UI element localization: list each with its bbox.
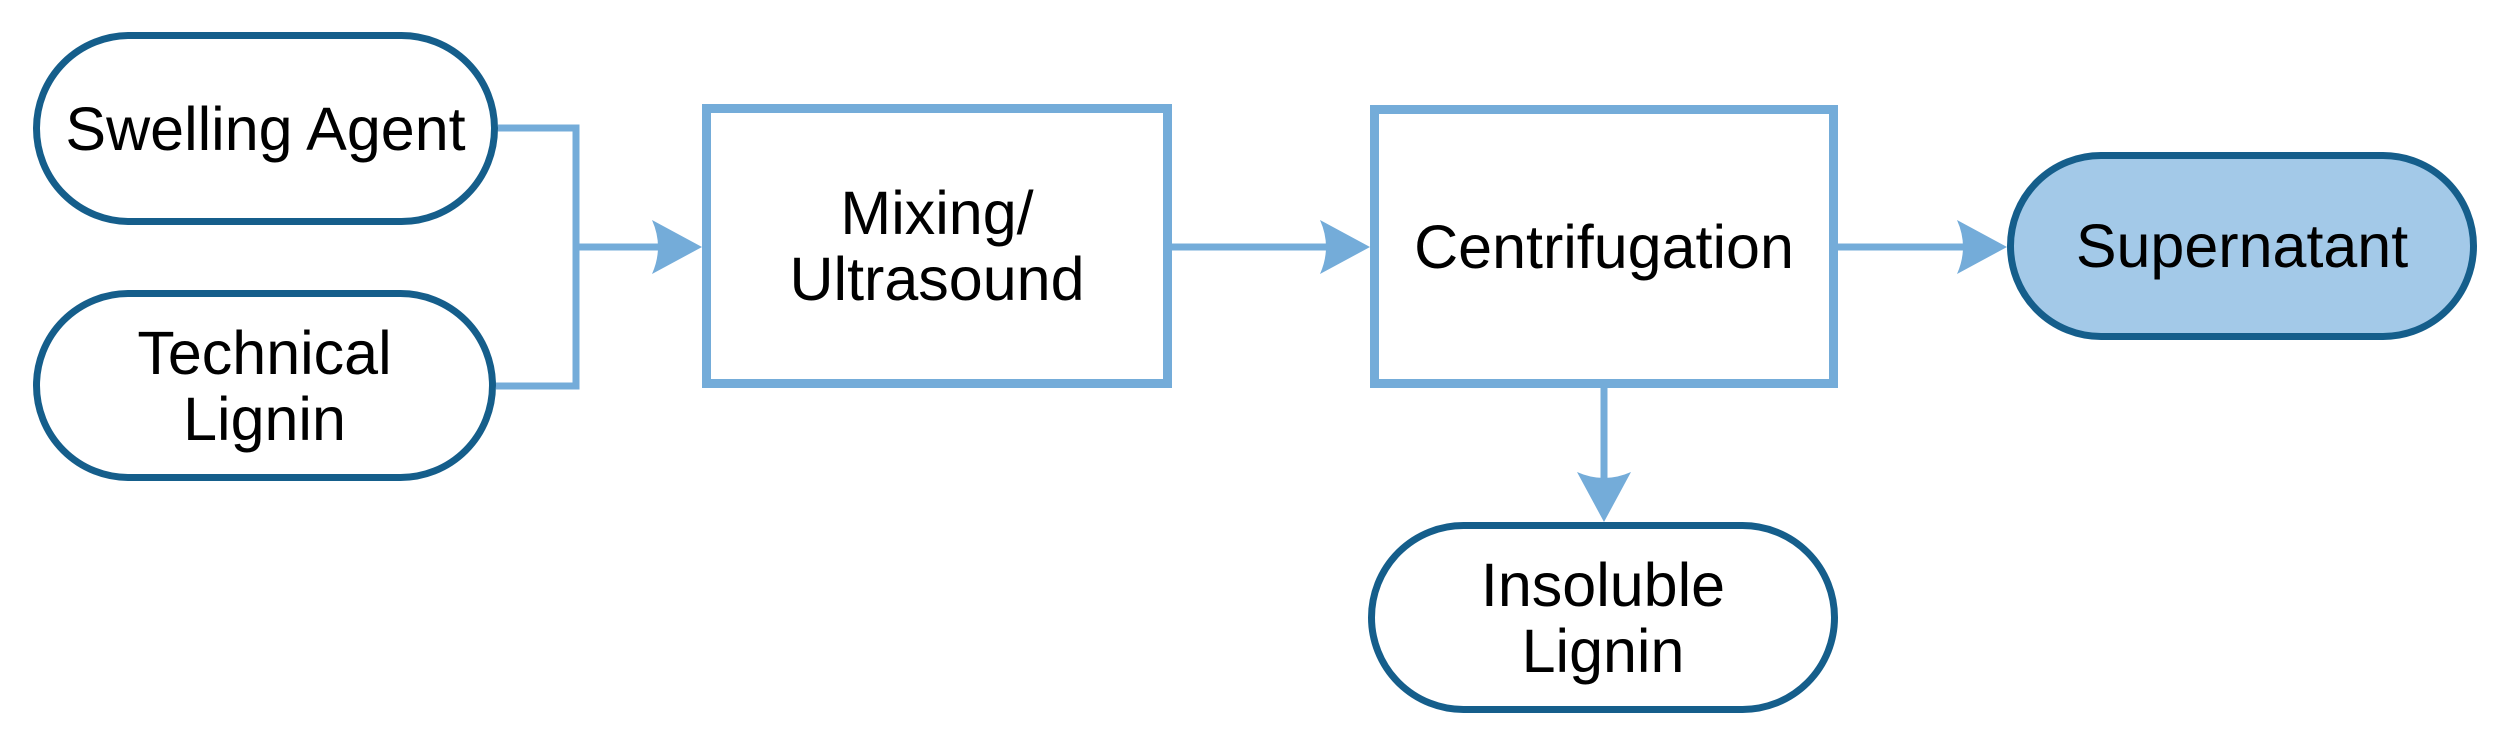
arrowhead-to-mixing-icon <box>652 220 702 274</box>
edge-inputs-junction-line <box>496 124 580 390</box>
node-mixing-label-line1: Mixing/ <box>840 179 1034 247</box>
node-technical-lignin: Technical Lignin <box>33 290 496 481</box>
node-technical-lignin-label-line2: Lignin <box>183 384 346 453</box>
node-swelling-agent: Swelling Agent <box>33 32 498 225</box>
node-centrifugation-label: Centrifugation <box>1414 212 1794 281</box>
node-insoluble-lignin-label-line1: Insoluble <box>1480 550 1726 619</box>
node-mixing-ultrasound: Mixing/ Ultrasound <box>702 104 1172 388</box>
node-swelling-agent-label: Swelling Agent <box>65 94 466 163</box>
node-supernatant-label: Supernatant <box>2075 212 2409 280</box>
arrowhead-to-centrifugation-icon <box>1320 220 1370 274</box>
node-mixing-label-line2: Ultrasound <box>789 245 1085 313</box>
arrowhead-to-insoluble-icon <box>1577 472 1631 522</box>
node-insoluble-lignin-label-line2: Lignin <box>1521 616 1685 685</box>
node-supernatant: Supernatant <box>2007 152 2477 340</box>
arrowhead-to-supernatant-icon <box>1957 220 2007 274</box>
node-insoluble-lignin: Insoluble Lignin <box>1368 522 1838 713</box>
node-technical-lignin-label-line1: Technical <box>137 318 392 387</box>
node-centrifugation: Centrifugation <box>1370 105 1838 388</box>
